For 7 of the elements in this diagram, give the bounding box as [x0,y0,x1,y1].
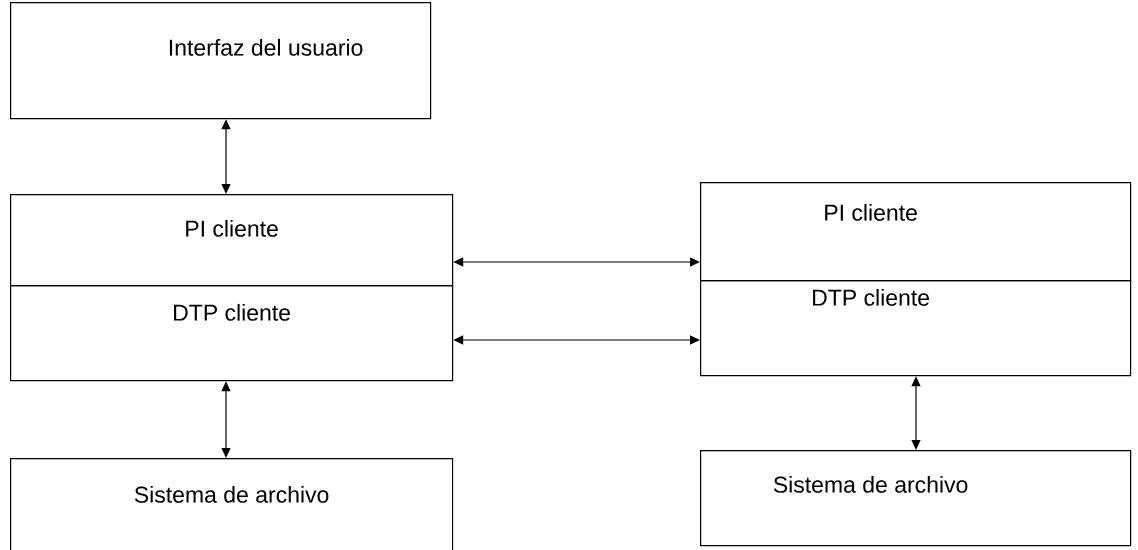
process-box: Sistema de archivo [700,450,1132,547]
process-box: PI cliente [10,194,454,287]
process-box: Sistema de archivo [10,458,454,550]
process-box: Interfaz del usuario [10,2,432,120]
process-box: PI cliente [700,182,1132,282]
process-box: DTP cliente [700,280,1132,377]
process-box: DTP cliente [10,285,454,382]
